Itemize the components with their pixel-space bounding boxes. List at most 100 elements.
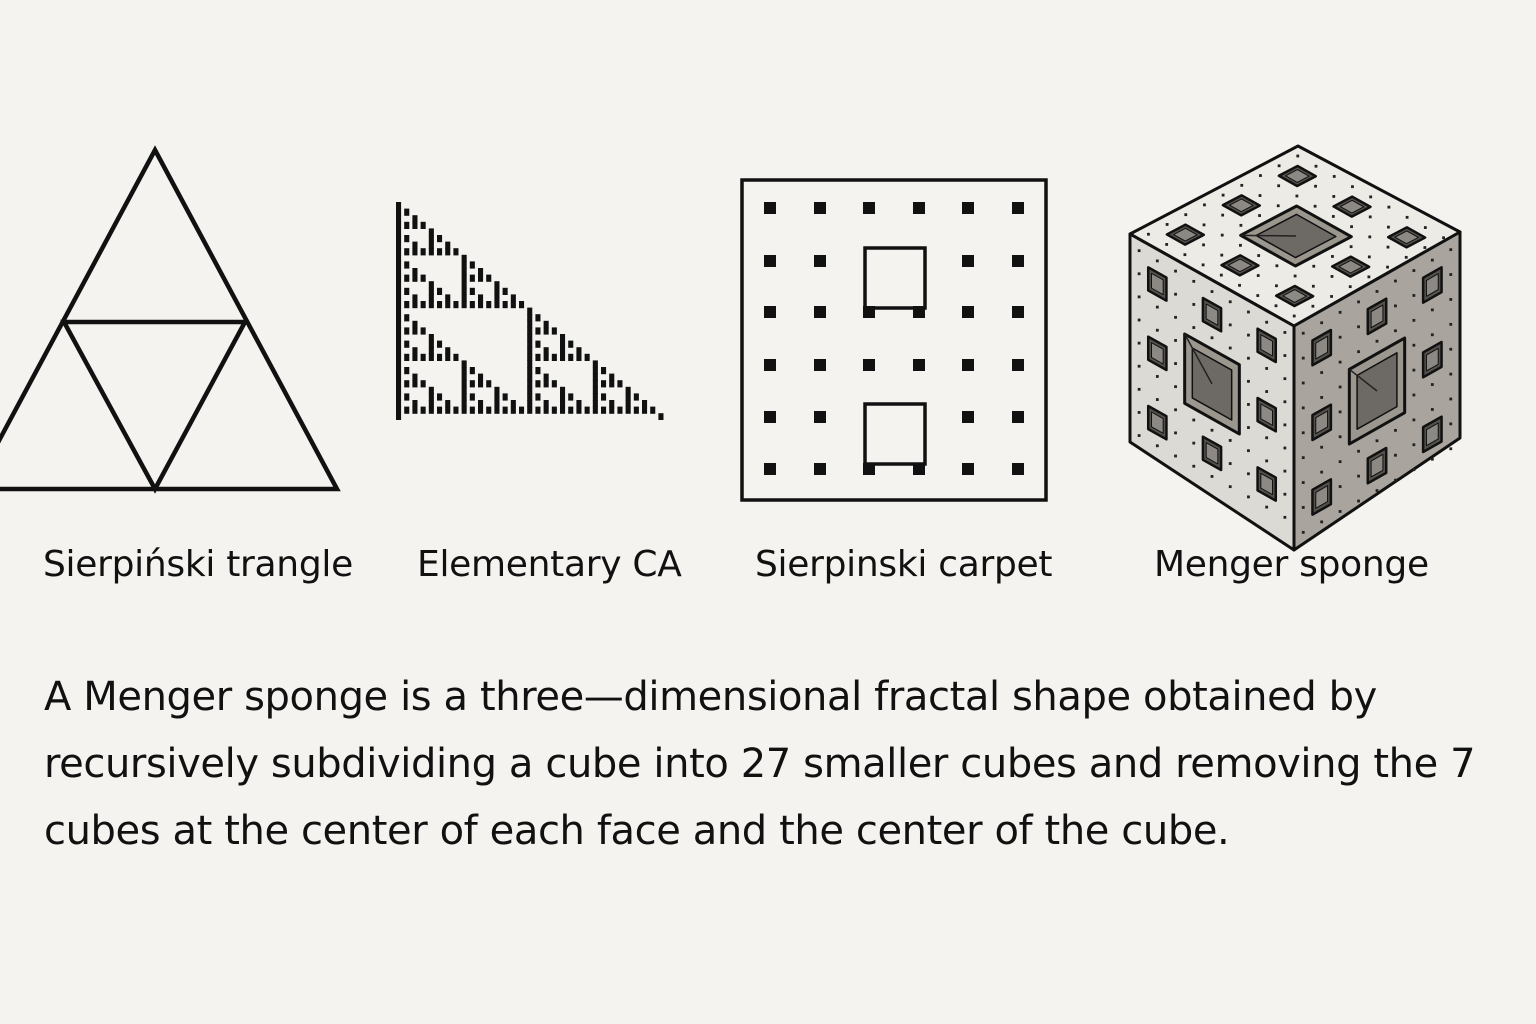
sponge-pore bbox=[1412, 294, 1416, 297]
ca-cell bbox=[396, 307, 402, 315]
ca-cell bbox=[535, 393, 541, 401]
ca-cell bbox=[461, 287, 467, 295]
sponge-pore bbox=[1394, 304, 1397, 308]
ca-cell bbox=[478, 274, 484, 282]
sponge-pore bbox=[1301, 356, 1305, 360]
ca-cell bbox=[527, 380, 533, 388]
sponge-pore bbox=[1320, 470, 1324, 474]
ca-cell bbox=[461, 360, 467, 368]
ca-cell bbox=[527, 406, 533, 414]
ca-cell bbox=[461, 294, 467, 302]
ca-cell bbox=[584, 406, 590, 414]
sponge-pore bbox=[1386, 245, 1390, 249]
sponge-pore bbox=[1412, 343, 1416, 347]
sponge-hole-inner bbox=[1315, 485, 1329, 509]
ca-cell bbox=[412, 373, 418, 381]
sponge-pore bbox=[1423, 226, 1427, 229]
ca-cell bbox=[560, 353, 566, 361]
sponge-center-edge bbox=[1348, 368, 1378, 392]
sponge-pore bbox=[1174, 315, 1177, 319]
carpet-dot bbox=[764, 202, 776, 214]
sponge-hole-inner bbox=[1370, 304, 1384, 329]
sponge-pore bbox=[1312, 264, 1316, 268]
ca-cell bbox=[428, 393, 434, 401]
sponge-pore bbox=[1367, 275, 1371, 279]
ca-cell bbox=[396, 261, 402, 269]
sponge-hole-inner bbox=[1315, 410, 1329, 435]
ca-cell bbox=[543, 320, 549, 328]
sponge-pore bbox=[1412, 443, 1416, 447]
sponge-pore bbox=[1256, 294, 1260, 297]
sponge-pore bbox=[1183, 253, 1187, 257]
sponge-pore bbox=[1174, 269, 1177, 273]
carpet-dot bbox=[764, 306, 776, 318]
sponge-hole-inner bbox=[1394, 230, 1419, 245]
carpet-dot bbox=[863, 202, 875, 214]
sponge-pore bbox=[1423, 246, 1427, 249]
ca-cell bbox=[445, 301, 451, 309]
ca-cell bbox=[396, 301, 402, 309]
menger-sponge-figure bbox=[1128, 144, 1462, 552]
ca-cell bbox=[420, 380, 426, 388]
ca-cell bbox=[396, 268, 402, 276]
sponge-pore bbox=[1368, 235, 1372, 239]
inner-triangle bbox=[60, 319, 249, 494]
ca-cell bbox=[396, 380, 402, 388]
ca-cell bbox=[437, 248, 443, 256]
ca-cell bbox=[453, 353, 459, 361]
sponge-pore bbox=[1174, 408, 1177, 412]
ca-cell bbox=[478, 301, 484, 309]
sponge-pore bbox=[1394, 329, 1397, 333]
sponge-hole-inner bbox=[1425, 273, 1439, 297]
ca-cell bbox=[453, 406, 459, 414]
sponge-center-edge bbox=[1184, 333, 1213, 385]
sponge-pore bbox=[1348, 285, 1352, 289]
sponge-pore bbox=[1375, 290, 1379, 293]
caption-menger-sponge: Menger sponge bbox=[1154, 544, 1429, 585]
sponge-pore bbox=[1394, 279, 1397, 283]
ca-cell bbox=[527, 320, 533, 328]
sponge-pore bbox=[1265, 505, 1269, 509]
carpet-dot bbox=[913, 359, 925, 371]
ca-cell bbox=[584, 353, 590, 361]
sponge-pore bbox=[1147, 232, 1150, 236]
sponge-pore bbox=[1338, 435, 1342, 439]
ca-cell bbox=[396, 314, 402, 322]
ca-cell bbox=[437, 340, 443, 348]
ca-cell bbox=[617, 406, 623, 414]
sponge-pore bbox=[1219, 273, 1223, 277]
carpet-dot bbox=[814, 306, 826, 318]
carpet-dot bbox=[863, 359, 875, 371]
sponge-pore bbox=[1449, 273, 1453, 276]
ca-cell bbox=[469, 393, 475, 401]
sponge-pore bbox=[1430, 408, 1434, 411]
sponge-pore bbox=[1259, 174, 1262, 177]
ca-cell bbox=[461, 281, 467, 289]
sponge-pore bbox=[1274, 304, 1278, 308]
ca-cell bbox=[535, 327, 541, 335]
sponge-pore bbox=[1292, 314, 1296, 318]
ca-cell bbox=[412, 241, 418, 249]
ca-cell bbox=[527, 307, 533, 315]
ca-cell bbox=[428, 347, 434, 355]
sponge-pore bbox=[1430, 308, 1434, 312]
ca-cell bbox=[437, 353, 443, 361]
carpet-dot bbox=[913, 463, 925, 475]
ca-cell bbox=[592, 360, 598, 368]
ca-cell bbox=[527, 367, 533, 375]
sponge-pore bbox=[1320, 445, 1324, 449]
sponge-pore bbox=[1283, 400, 1287, 404]
ca-cell bbox=[461, 301, 467, 309]
sponge-hole-inner bbox=[1205, 303, 1219, 326]
sponge-pore bbox=[1137, 295, 1141, 299]
sponge-pore bbox=[1155, 305, 1159, 309]
carpet-dot bbox=[1012, 306, 1024, 318]
ca-cell bbox=[486, 380, 492, 388]
ca-cell bbox=[428, 400, 434, 408]
ca-cell bbox=[633, 393, 639, 401]
sponge-pore bbox=[1314, 164, 1318, 168]
sponge-pore bbox=[1155, 328, 1159, 332]
ca-cell bbox=[551, 353, 557, 361]
sponge-pore bbox=[1228, 300, 1232, 304]
carpet-dot bbox=[1012, 359, 1024, 371]
